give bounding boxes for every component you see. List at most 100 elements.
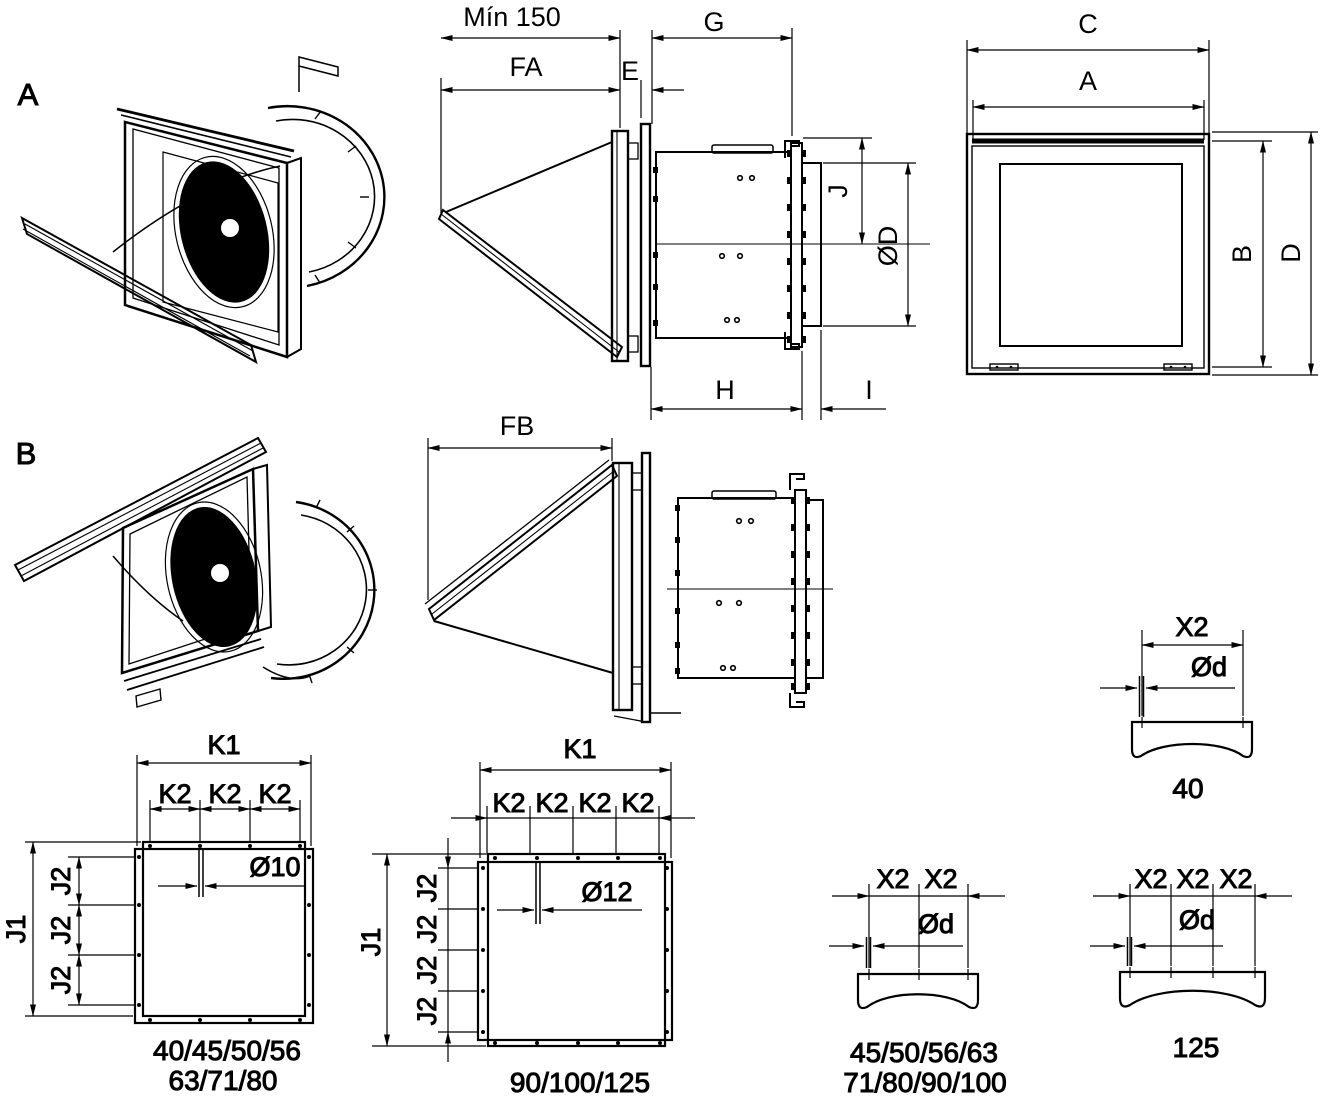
dim-label-k2-3: K2	[258, 779, 291, 809]
shutter-open-blade	[427, 463, 619, 622]
flange-bolts	[787, 150, 806, 343]
dim-label-min150: Mín 150	[463, 2, 561, 32]
wall-frame	[611, 461, 634, 712]
dim-label-k2-2: K2	[535, 788, 568, 818]
dim-label-od: ØD	[873, 226, 903, 267]
dim-label-k2-4: K2	[621, 788, 654, 818]
flange-holes	[137, 844, 311, 1022]
size-caption: 125	[1173, 1032, 1220, 1063]
sizes-caption-line2: 63/71/80	[169, 1065, 278, 1096]
mount-panel	[639, 122, 652, 368]
bracket-profile	[1130, 720, 1254, 759]
duct-flange	[790, 142, 803, 348]
dim-label-x2-2: X2	[1176, 864, 1209, 894]
shutter-arm	[112, 165, 281, 253]
dim-label-k2-1: K2	[158, 779, 191, 809]
dim-label-e: E	[621, 56, 639, 86]
duct-handle	[711, 144, 774, 154]
wall-hook-top	[784, 140, 800, 158]
mount-bracket	[298, 56, 339, 77]
dim-label-j2-1: J2	[412, 874, 442, 903]
view-b-side-object	[424, 451, 833, 724]
bottom-tab-right	[1163, 363, 1193, 371]
dim-label-k2-3: K2	[578, 788, 611, 818]
view-a-side-dimensions: Mín 150 FA E G J ØD H I	[440, 2, 916, 420]
view-a-side-object	[437, 122, 930, 368]
frame-side	[252, 463, 273, 632]
dim-label-k2-2: K2	[208, 779, 241, 809]
sizes-caption: 90/100/125	[510, 1067, 650, 1096]
bracket-profile	[856, 972, 980, 1010]
flange-small: K1 K2 K2 K2 J1 J2 J2 J2 Ø10 40/45/50/56 …	[1, 730, 315, 1096]
dim-label-k1: K1	[563, 734, 596, 764]
wall-hook-bottom	[789, 693, 805, 708]
size-caption: 40	[1172, 773, 1203, 804]
dim-label-x2-2: X2	[924, 864, 957, 894]
dim-label-fb: FB	[500, 411, 535, 441]
flange-large-dims	[372, 762, 695, 1062]
shutter-open-bottom-edge	[433, 620, 614, 674]
flange-large: K1 K2 K2 K2 K2 J1 J2 J2 J2 J2 Ø12 90/100…	[356, 734, 695, 1096]
duct-ring	[262, 499, 377, 684]
dim-label-x2-1: X2	[1134, 864, 1167, 894]
shutter-arm	[112, 555, 184, 622]
dim-label-hole: Ød	[1191, 652, 1227, 682]
duct-ring	[267, 105, 386, 288]
dim-label-fa: FA	[509, 52, 542, 82]
wall-frame	[610, 129, 630, 363]
wall-hook-top	[789, 473, 805, 490]
frame-side	[286, 156, 302, 358]
dim-label-g: G	[703, 7, 724, 37]
dim-label-j1: J1	[356, 928, 386, 957]
dim-label-x2-3: X2	[1219, 864, 1252, 894]
sizes-caption-line1: 45/50/56/63	[850, 1037, 998, 1068]
dim-label-j2-3: J2	[412, 956, 442, 985]
sizes-caption-line2: 71/80/90/100	[843, 1067, 1007, 1096]
duct-body	[655, 151, 792, 339]
duct-body	[677, 497, 796, 679]
view-a-label: A	[18, 77, 39, 112]
flange-plate-a	[486, 852, 667, 1048]
duct-clips	[675, 505, 680, 674]
dim-label-k1: K1	[207, 730, 240, 760]
flange-holes	[481, 856, 669, 1045]
shutter-open-top-edge	[445, 141, 613, 213]
flange-bolts	[791, 497, 810, 690]
dim-label-k2-1: K2	[492, 788, 525, 818]
bracket-single: X2 Ød 40	[1100, 612, 1254, 805]
flange-plate-a	[141, 840, 307, 1018]
dim-label-j2-2: J2	[46, 916, 76, 945]
dim-label-hole: Ød	[918, 909, 954, 939]
dim-label-j1: J1	[1, 915, 31, 944]
shutter-blade	[20, 215, 258, 365]
bracket-double: X2 X2 Ød 45/50/56/63 71/80/90/100	[829, 864, 1007, 1096]
dim-label-hole12: Ø12	[581, 877, 632, 907]
flange-small-dims	[25, 755, 312, 1017]
bottom-tab-left	[989, 363, 1019, 371]
bracket-profile	[1118, 970, 1267, 1008]
dim-label-hole10: Ø10	[249, 852, 300, 882]
view-b-isometric: B	[13, 436, 377, 708]
fan-hub	[211, 564, 229, 582]
view-b-side-dimensions: FB	[427, 411, 613, 600]
dim-label-j2-2: J2	[412, 915, 442, 944]
dim-label-i: I	[865, 375, 873, 405]
fan-hub	[221, 219, 239, 237]
dim-label-c: C	[1078, 9, 1098, 39]
dim-label-j: J	[823, 184, 853, 198]
dim-label-x2-1: X2	[876, 864, 909, 894]
opening	[999, 163, 1183, 347]
front-view-dimensions: C A B D	[966, 9, 1318, 376]
dim-label-a: A	[1079, 66, 1097, 96]
duct-flange	[794, 489, 807, 694]
flange-plate-b	[133, 847, 315, 1025]
shutter-blade	[13, 436, 268, 583]
outer-frame	[965, 132, 1211, 376]
flange-plate-b	[476, 860, 674, 1042]
dim-label-b: B	[1227, 245, 1257, 263]
bracket-triple: X2 X2 X2 Ød 125	[1090, 864, 1292, 1064]
frame-foot	[135, 688, 162, 708]
duct-clips	[653, 167, 658, 326]
bolt-dots	[715, 517, 755, 672]
